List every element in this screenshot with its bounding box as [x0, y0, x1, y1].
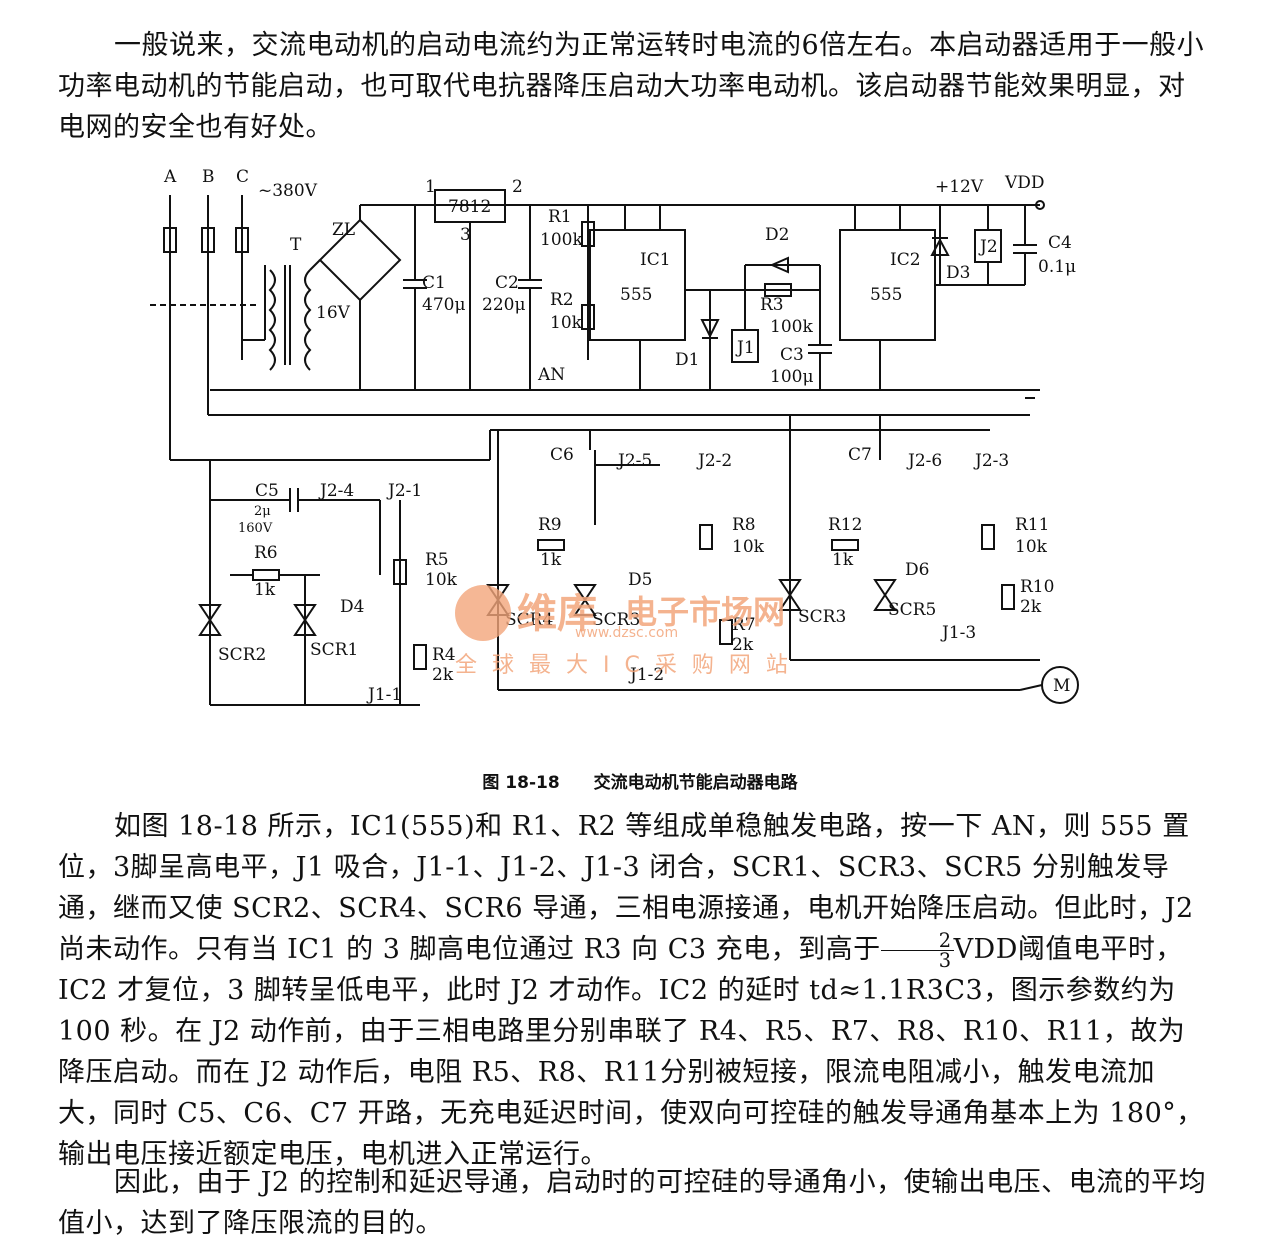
figure-title: 交流电动机节能启动器电路 [593, 773, 798, 793]
svg-text:C7: C7 [848, 445, 872, 465]
svg-text:D1: D1 [675, 350, 699, 370]
circuit-diagram: A B C ~380V T ZL 16V 1 2 3 7812 C1 470μ … [150, 167, 1079, 706]
svg-text:J2-2: J2-2 [696, 451, 732, 471]
svg-text:2k: 2k [432, 665, 454, 685]
svg-text:160V: 160V [238, 521, 273, 536]
svg-text:R11: R11 [1015, 515, 1049, 535]
svg-text:M: M [1053, 676, 1070, 696]
svg-text:100k: 100k [540, 230, 583, 250]
svg-text:C6: C6 [550, 445, 574, 465]
figure-number: 图 18-18 [482, 773, 560, 793]
svg-text:R5: R5 [425, 550, 449, 570]
svg-text:220μ: 220μ [482, 295, 526, 315]
svg-text:VDD: VDD [1004, 173, 1045, 193]
fraction-numerator: 2 [880, 930, 954, 951]
figure-caption: 图 18-18 交流电动机节能启动器电路 [0, 768, 1280, 793]
svg-text:10k: 10k [732, 537, 765, 557]
svg-text:R4: R4 [432, 645, 456, 665]
svg-text:J2-1: J2-1 [386, 481, 422, 501]
svg-text:1k: 1k [540, 550, 562, 570]
body-text-1b: VDD阈值电平时，IC2 才复位，3 脚转呈低电平，此时 J2 才动作。IC2 … [58, 934, 1204, 1171]
svg-text:~380V: ~380V [258, 181, 318, 201]
svg-text:555: 555 [620, 285, 652, 305]
svg-text:J1-3: J1-3 [940, 623, 976, 643]
svg-text:SCR4: SCR4 [505, 610, 553, 630]
svg-text:R8: R8 [732, 515, 756, 535]
svg-text:470μ: 470μ [422, 295, 466, 315]
svg-text:J2-4: J2-4 [318, 481, 354, 501]
svg-text:R9: R9 [538, 515, 562, 535]
svg-text:1: 1 [425, 177, 436, 197]
svg-text:SCR5: SCR5 [888, 600, 936, 620]
svg-text:R6: R6 [254, 543, 278, 563]
svg-text:R7: R7 [732, 615, 756, 635]
watermark-name: 电子市场网 [625, 593, 786, 631]
svg-text:B: B [202, 167, 215, 187]
svg-text:D2: D2 [765, 225, 789, 245]
svg-text:C5: C5 [255, 481, 279, 501]
svg-text:A: A [163, 167, 177, 187]
svg-text:R2: R2 [550, 290, 574, 310]
svg-text:D3: D3 [946, 263, 970, 283]
svg-text:J2: J2 [978, 237, 998, 257]
svg-text:T: T [290, 235, 302, 255]
svg-text:D6: D6 [905, 560, 929, 580]
svg-text:SCR3: SCR3 [592, 610, 640, 630]
svg-text:2μ: 2μ [254, 504, 271, 519]
svg-text:16V: 16V [316, 303, 351, 323]
intro-paragraph: 一般说来，交流电动机的启动电流约为正常运转时电流的6倍左右。本启动器适用于一般小… [58, 30, 1205, 143]
svg-text:2: 2 [512, 177, 523, 197]
svg-text:1k: 1k [832, 550, 854, 570]
svg-text:SCR1: SCR1 [310, 640, 358, 660]
svg-text:R10: R10 [1020, 577, 1054, 597]
watermark-tagline: 全球最大IC采购网站 [455, 653, 803, 678]
svg-text:10k: 10k [1015, 537, 1048, 557]
svg-text:0.1μ: 0.1μ [1038, 257, 1076, 277]
svg-text:1k: 1k [254, 580, 276, 600]
svg-text:J1-2: J1-2 [628, 665, 664, 685]
svg-text:J2-3: J2-3 [973, 451, 1009, 471]
svg-text:100k: 100k [770, 317, 813, 337]
svg-text:10k: 10k [550, 313, 583, 333]
svg-text:D4: D4 [340, 597, 364, 617]
svg-text:7812: 7812 [448, 197, 491, 217]
svg-text:IC2: IC2 [890, 250, 921, 270]
svg-text:C1: C1 [422, 273, 446, 293]
svg-text:J1-1: J1-1 [366, 685, 402, 705]
svg-text:555: 555 [870, 285, 902, 305]
svg-text:SCR3: SCR3 [798, 607, 846, 627]
body-paragraph-1: 如图 18-18 所示，IC1(555)和 R1、R2 等组成单稳触发电路，按一… [58, 806, 1208, 1175]
svg-text:J2-5: J2-5 [616, 451, 652, 471]
watermark-url: www.dzsc.com [575, 625, 679, 641]
fraction-denominator: 3 [938, 949, 952, 972]
svg-text:100μ: 100μ [770, 367, 814, 387]
svg-text:C2: C2 [495, 273, 519, 293]
svg-text:R3: R3 [760, 295, 784, 315]
body-text-1: 如图 18-18 所示，IC1(555)和 R1、R2 等组成单稳触发电路，按一… [58, 811, 1194, 965]
svg-text:2k: 2k [732, 635, 754, 655]
svg-text:+12V: +12V [935, 177, 984, 197]
svg-text:C4: C4 [1048, 233, 1072, 253]
svg-text:AN: AN [537, 365, 565, 385]
svg-text:SCR2: SCR2 [218, 645, 266, 665]
svg-text:IC1: IC1 [640, 250, 671, 270]
body-paragraph-2: 因此，由于 J2 的控制和延迟导通，启动时的可控硅的导通角小，使输出电压、电流的… [58, 1167, 1207, 1239]
watermark-logo-icon [455, 585, 511, 641]
svg-text:C: C [236, 167, 249, 187]
svg-text:J2-6: J2-6 [906, 451, 942, 471]
watermark-brand: 维库 [517, 591, 597, 637]
svg-text:R1: R1 [548, 207, 572, 227]
svg-text:D5: D5 [628, 570, 652, 590]
svg-text:2k: 2k [1020, 597, 1042, 617]
svg-text:10k: 10k [425, 570, 458, 590]
svg-text:3: 3 [460, 225, 471, 245]
svg-text:J1: J1 [735, 338, 755, 358]
svg-text:ZL: ZL [332, 220, 355, 240]
svg-text:C3: C3 [780, 345, 804, 365]
svg-text:R12: R12 [828, 515, 862, 535]
